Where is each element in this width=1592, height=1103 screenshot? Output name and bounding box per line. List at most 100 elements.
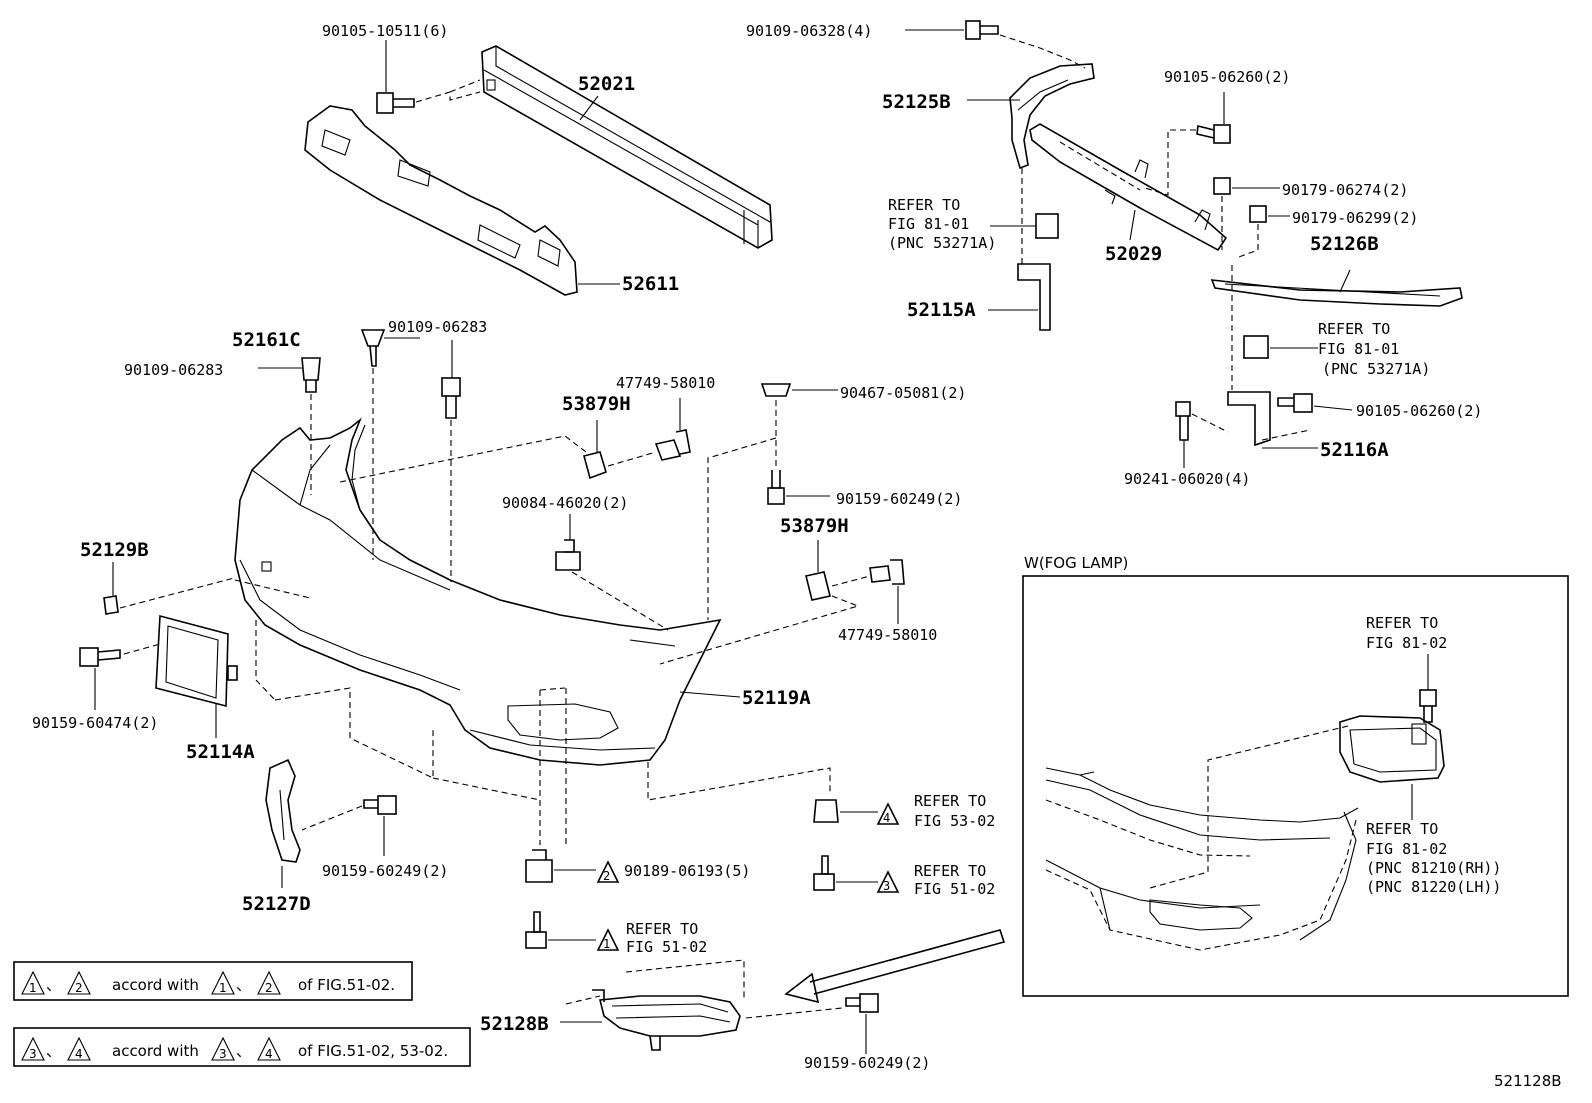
bolt-ref-fig51-02-right-icon — [813, 855, 835, 891]
cover-52129B-icon — [103, 595, 119, 615]
note1-separator: 、 — [46, 976, 61, 994]
note2-separator: 、 — [46, 1042, 61, 1060]
note2-tri4b-number: 4 — [265, 1047, 273, 1061]
bumper-cover-52119A — [234, 417, 722, 766]
refer-to-label: REFER TO — [1366, 614, 1438, 632]
note1-tail-text: of FIG.51-02. — [298, 976, 395, 994]
label-52115A: 52115A — [907, 299, 976, 321]
retainer-53879H-top-icon — [583, 451, 607, 480]
triangle-3-icon: 3 — [876, 870, 900, 893]
retainer-53879H-mid-icon — [805, 571, 831, 601]
refer-fig-51-02: FIG 51-02 — [626, 938, 707, 956]
retainer-52029 — [1029, 123, 1228, 252]
nut-90179-06299-icon — [1249, 205, 1267, 223]
label-52161C: 52161C — [232, 329, 301, 351]
bumper-reinforcement-52021 — [481, 45, 773, 249]
refer-pnc-81210: (PNC 81210(RH)) — [1366, 859, 1501, 877]
bolt-90109-06283-left-icon — [441, 377, 461, 419]
clip-90467-05081-icon — [760, 383, 792, 397]
label-90179-06299: 90179-06299(2) — [1292, 209, 1418, 227]
triangle-4-number: 4 — [883, 811, 890, 825]
refer-fig-81-01: FIG 81-01 — [1318, 340, 1399, 358]
label-52611: 52611 — [622, 273, 679, 295]
clip-90189-06193-icon — [525, 849, 553, 883]
bolt-ref-fig51-02-left-icon — [525, 911, 547, 949]
bolt-90159-60474-icon — [79, 647, 121, 667]
refer-fig-53-02: FIG 53-02 — [914, 812, 995, 830]
label-53879H-top: 53879H — [562, 393, 631, 415]
bracket-52115A — [1017, 213, 1059, 331]
nut-90179-06274-icon — [1213, 177, 1231, 195]
energy-absorber-52611 — [304, 105, 578, 296]
note2-accord-text: accord with — [112, 1042, 199, 1060]
label-53879H-mid: 53879H — [780, 515, 849, 537]
label-90084-46020: 90084-46020(2) — [502, 494, 628, 512]
label-90109-06328: 90109-06328(4) — [746, 22, 872, 40]
label-47749-58010-top: 47749-58010 — [616, 374, 715, 392]
label-47749-58010-mid: 47749-58010 — [838, 626, 937, 644]
note2-tri3-number: 3 — [29, 1047, 37, 1061]
refer-pnc-81220: (PNC 81220(LH)) — [1366, 878, 1501, 896]
label-90109-06283-left: 90109-06283 — [124, 361, 223, 379]
inset-title: W(FOG LAMP) — [1024, 554, 1128, 572]
label-90241-06020: 90241-06020(4) — [1124, 470, 1250, 488]
label-52126B: 52126B — [1310, 233, 1379, 255]
label-52116A: 52116A — [1320, 439, 1389, 461]
refer-pnc-53271A: (PNC 53271A) — [1322, 360, 1430, 378]
label-90159-60249-lower: 90159-60249(2) — [322, 862, 448, 880]
label-90467-05081: 90467-05081(2) — [840, 384, 966, 402]
label-52128B: 52128B — [480, 1013, 549, 1035]
label-52114A: 52114A — [186, 741, 255, 763]
label-90105-10511: 90105-10511(6) — [322, 22, 448, 40]
bolt-47749-58010-top-icon — [654, 429, 691, 461]
note1-accord-text: accord with — [112, 976, 199, 994]
triangle-2-number: 2 — [603, 869, 610, 883]
bolt-90159-60249-bottom-icon — [845, 993, 879, 1013]
bolt-90105-06260-right-icon — [1277, 393, 1313, 413]
clip-ref-fig53-02-icon — [813, 799, 839, 823]
refer-to-label: REFER TO — [914, 792, 986, 810]
refer-to-label: REFER TO — [1318, 320, 1390, 338]
note2-tail-text: of FIG.51-02, 53-02. — [298, 1042, 448, 1060]
refer-to-label: REFER TO — [626, 920, 698, 938]
refer-fig-81-02: FIG 81-02 — [1366, 840, 1447, 858]
label-90159-60474: 90159-60474(2) — [32, 714, 158, 732]
triangle-1-number: 1 — [603, 937, 610, 951]
label-52029: 52029 — [1105, 243, 1162, 265]
note1-tri2b-number: 2 — [265, 981, 273, 995]
note1-tri1-number: 1 — [29, 981, 37, 995]
note1-tri2-number: 2 — [75, 981, 83, 995]
triangle-3-number: 3 — [883, 879, 890, 893]
bolt-47749-58010-mid-icon — [869, 559, 905, 585]
fog-lamp-inset — [1022, 575, 1569, 997]
triangle-1-icon: 1 — [596, 928, 620, 951]
clip-90084-46020-icon — [555, 539, 581, 571]
bolt-90105-06260-top-icon — [1196, 124, 1231, 144]
fog-cover-52128B — [592, 989, 741, 1051]
triangle-2-icon: 2 — [596, 860, 620, 883]
bolt-90241-06020-icon — [1175, 401, 1191, 441]
label-90159-60249-mid: 90159-60249(2) — [836, 490, 962, 508]
refer-fig-81-01: FIG 81-01 — [888, 215, 969, 233]
retainer-52125B — [1009, 63, 1095, 170]
bracket-52127D — [265, 758, 301, 863]
label-90179-06274: 90179-06274(2) — [1282, 181, 1408, 199]
label-52119A: 52119A — [742, 687, 811, 709]
label-52129B: 52129B — [80, 539, 149, 561]
note1-tri1b-number: 1 — [219, 981, 227, 995]
note2-separator-2: 、 — [236, 1042, 251, 1060]
refer-pnc-53271A: (PNC 53271A) — [888, 234, 996, 252]
direction-arrow-icon — [784, 929, 1006, 1004]
license-bracket-52114A — [155, 614, 238, 708]
refer-to-label: REFER TO — [914, 862, 986, 880]
bolt-90109-06328-icon — [965, 20, 999, 40]
refer-fig-81-02: FIG 81-02 — [1366, 634, 1447, 652]
bracket-52116A — [1227, 335, 1271, 447]
bolt-90105-10511-icon — [376, 92, 415, 114]
clip-52161C-icon — [301, 357, 321, 393]
clip-90109-06283-top-icon — [360, 329, 386, 367]
label-90105-06260-right: 90105-06260(2) — [1356, 402, 1482, 420]
note-box-2: 3 、 4 accord with 3 、 4 of FIG.51-02, 53… — [13, 1027, 471, 1067]
retainer-52126B — [1210, 279, 1463, 307]
